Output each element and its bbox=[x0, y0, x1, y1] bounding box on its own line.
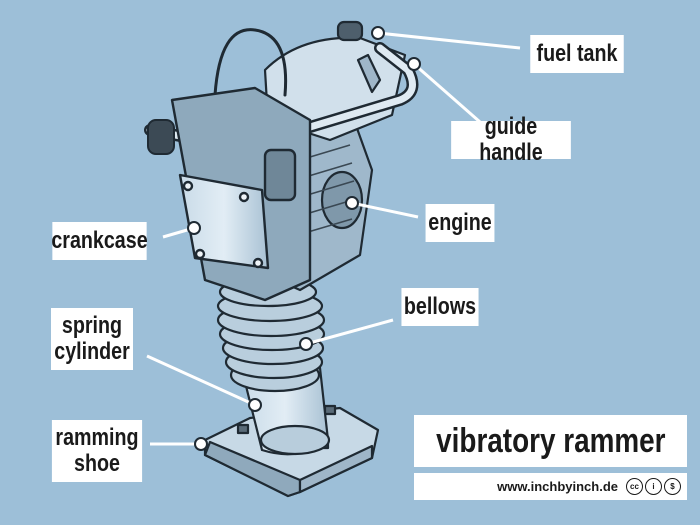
leader-dots bbox=[187, 26, 421, 451]
title-box: vibratory rammer bbox=[414, 415, 687, 467]
crankcase-part bbox=[170, 86, 312, 302]
cc-icon: cc bbox=[626, 478, 643, 495]
nc-icon: $ bbox=[664, 478, 681, 495]
label-spring-cylinder: spring cylinder bbox=[51, 308, 133, 370]
label-ramming-shoe: ramming shoe bbox=[51, 420, 143, 482]
label-fuel-tank: fuel tank bbox=[530, 35, 624, 73]
label-guide-handle: guide handle bbox=[451, 114, 571, 166]
credit-box: www.inchbyinch.de cc i $ bbox=[414, 473, 687, 500]
leader-lines bbox=[146, 31, 521, 446]
label-engine: engine bbox=[425, 204, 495, 242]
credit-link[interactable]: www.inchbyinch.de bbox=[497, 479, 618, 494]
label-crankcase: crankcase bbox=[51, 222, 148, 260]
diagram-title: vibratory rammer bbox=[435, 421, 666, 460]
by-icon: i bbox=[645, 478, 662, 495]
label-bellows: bellows bbox=[401, 288, 479, 326]
license-icons: cc i $ bbox=[626, 478, 681, 495]
